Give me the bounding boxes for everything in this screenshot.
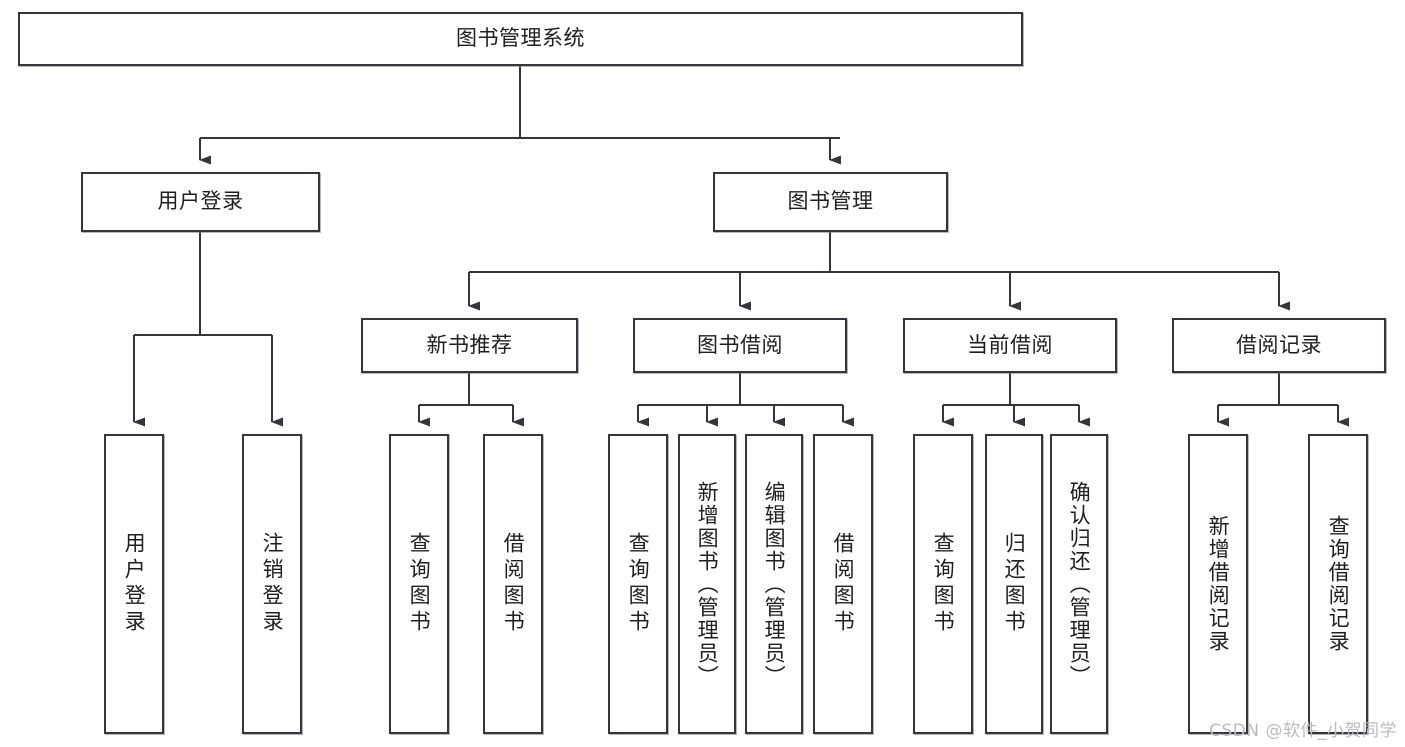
- node-leaf-add-record-label: 新增借阅记录: [1206, 515, 1231, 653]
- node-leaf-add-book[interactable]: 新增图书（管理员）: [678, 434, 736, 734]
- node-leaf-return-book-label: 归还图书: [1002, 532, 1027, 636]
- node-borrow-record[interactable]: 借阅记录: [1172, 318, 1386, 373]
- node-leaf-edit-book-label: 编辑图书（管理员）: [762, 480, 787, 688]
- node-leaf-logout[interactable]: 注销登录: [242, 434, 302, 734]
- node-leaf-confirm-return-label: 确认归还（管理员）: [1067, 480, 1092, 688]
- node-root[interactable]: 图书管理系统: [18, 12, 1023, 66]
- node-leaf-query-record[interactable]: 查询借阅记录: [1308, 434, 1368, 734]
- node-leaf-borrow-book-rec-label: 借阅图书: [501, 532, 526, 636]
- node-leaf-query-book-current-label: 查询图书: [931, 532, 956, 636]
- node-leaf-add-record[interactable]: 新增借阅记录: [1188, 434, 1248, 734]
- node-borrow-record-label: 借阅记录: [1236, 332, 1322, 357]
- node-leaf-query-book-borrow-label: 查询图书: [626, 532, 651, 636]
- node-leaf-borrow-book-rec[interactable]: 借阅图书: [483, 434, 543, 734]
- node-leaf-borrow-book-label: 借阅图书: [831, 532, 856, 636]
- node-book-borrow-label: 图书借阅: [697, 332, 783, 357]
- node-leaf-edit-book[interactable]: 编辑图书（管理员）: [745, 434, 803, 734]
- node-root-label: 图书管理系统: [456, 26, 585, 51]
- node-current-borrow-label: 当前借阅: [967, 332, 1053, 357]
- node-current-borrow[interactable]: 当前借阅: [903, 318, 1117, 373]
- node-book-manage-label: 图书管理: [787, 189, 874, 214]
- node-new-book-recommend[interactable]: 新书推荐: [361, 318, 578, 373]
- node-new-book-recommend-label: 新书推荐: [426, 332, 513, 357]
- node-leaf-query-book-rec[interactable]: 查询图书: [389, 434, 449, 734]
- node-leaf-query-book-borrow[interactable]: 查询图书: [608, 434, 668, 734]
- node-leaf-borrow-book[interactable]: 借阅图书: [813, 434, 873, 734]
- node-leaf-logout-label: 注销登录: [260, 532, 285, 636]
- node-book-borrow[interactable]: 图书借阅: [633, 318, 847, 373]
- node-user-login[interactable]: 用户登录: [81, 172, 320, 232]
- node-leaf-confirm-return[interactable]: 确认归还（管理员）: [1050, 434, 1108, 734]
- node-leaf-query-book-current[interactable]: 查询图书: [913, 434, 973, 734]
- node-book-manage[interactable]: 图书管理: [713, 172, 948, 232]
- node-leaf-add-book-label: 新增图书（管理员）: [695, 480, 720, 688]
- node-leaf-user-login-label: 用户登录: [122, 532, 147, 636]
- node-leaf-return-book[interactable]: 归还图书: [985, 434, 1043, 734]
- node-user-login-label: 用户登录: [157, 189, 244, 214]
- node-leaf-query-record-label: 查询借阅记录: [1326, 515, 1351, 653]
- node-leaf-user-login[interactable]: 用户登录: [104, 434, 164, 734]
- node-leaf-query-book-rec-label: 查询图书: [407, 532, 432, 636]
